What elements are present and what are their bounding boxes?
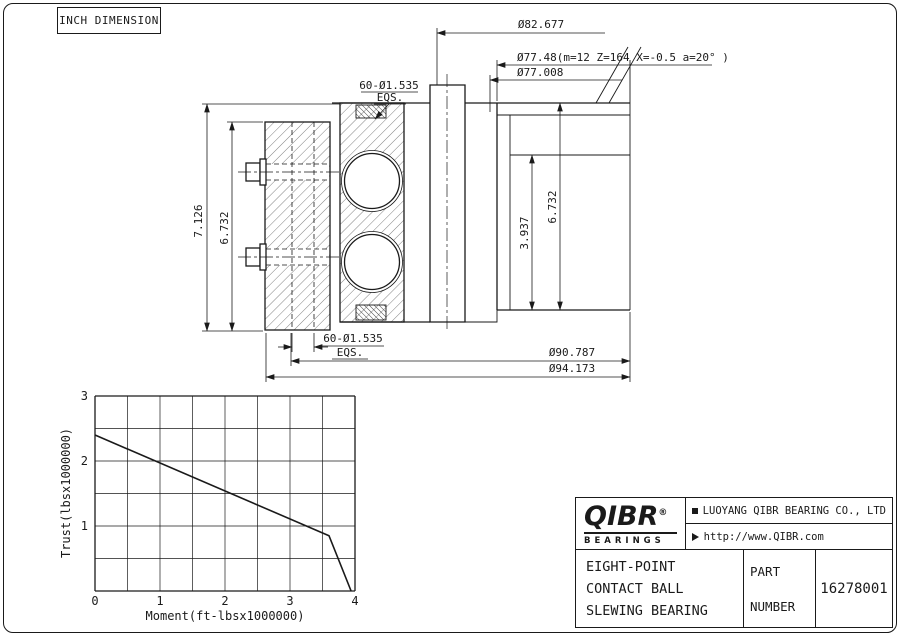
product-name-line3: SLEWING BEARING [586, 603, 708, 619]
y-tick-label: 3 [81, 389, 88, 403]
title-block: QIBR® BEARINGS LUOYANG QIBR BEARING CO.,… [575, 497, 893, 628]
square-bullet-icon [691, 507, 698, 514]
left-ring-section [264, 121, 331, 331]
dim-right-inner-height: 3.937 [518, 216, 531, 249]
break-line [608, 46, 642, 104]
website-url: http://www.QIBR.com [703, 530, 824, 543]
logo-subtitle: BEARINGS [584, 532, 677, 546]
chart-x-axis-label: Moment(ft-lbsx1000000) [146, 609, 305, 623]
x-tick-label: 2 [221, 594, 228, 608]
break-line [595, 46, 629, 104]
dim-holes-top: 60-Ø1.535 [359, 79, 419, 92]
load-capacity-chart: Trust(lbsx1000000) Moment(ft-lbsx1000000… [59, 389, 359, 623]
sheet-border [3, 3, 897, 633]
registered-mark: ® [658, 508, 668, 518]
x-tick-label: 0 [91, 594, 98, 608]
dimension-lines [202, 28, 712, 382]
company-cell: LUOYANG QIBR BEARING CO., LTD http://www… [685, 498, 892, 549]
part-number-label-cell: PART NUMBER [744, 550, 816, 628]
y-tick-label: 2 [81, 454, 88, 468]
bearing-cross-section-drawing: Ø82.677 Ø77.48(m=12 Z=164 X=-0.5 a=20° )… [192, 18, 729, 382]
dim-holes-top-eqs: EQS. [377, 91, 404, 104]
ball-top [343, 152, 401, 210]
qibr-logo: QIBR® BEARINGS [576, 498, 686, 549]
title-block-detail-row: EIGHT-POINT CONTACT BALL SLEWING BEARING… [576, 550, 892, 628]
product-name-cell: EIGHT-POINT CONTACT BALL SLEWING BEARING [576, 550, 744, 628]
chart-y-axis-label: Trust(lbsx1000000) [59, 428, 73, 558]
hidden-lines [266, 122, 330, 330]
x-tick-label: 1 [156, 594, 163, 608]
dim-gear-root-diameter: Ø77.008 [517, 66, 563, 79]
units-label: INCH DIMENSION [59, 14, 159, 27]
dim-holes-bottom-eqs: EQS. [337, 346, 364, 359]
seal-bottom [355, 304, 387, 321]
centerlines [238, 74, 448, 332]
dim-bolt-circle-diameter: Ø90.787 [549, 346, 595, 359]
dim-gear-tip-diameter: Ø82.677 [518, 18, 564, 31]
website-line: http://www.QIBR.com [686, 524, 892, 549]
section-outlines [245, 46, 642, 331]
part-label-line1: PART [750, 564, 781, 579]
dim-left-ring-height: 6.732 [218, 211, 231, 244]
triangle-bullet-icon [691, 532, 699, 541]
logo-text: QIBR [584, 501, 659, 532]
company-name: LUOYANG QIBR BEARING CO., LTD [702, 504, 886, 517]
dim-overall-height: 7.126 [192, 204, 205, 237]
company-line: LUOYANG QIBR BEARING CO., LTD [685, 498, 892, 524]
x-tick-label: 4 [351, 594, 358, 608]
units-label-box: INCH DIMENSION [57, 7, 161, 34]
x-tick-label: 3 [286, 594, 293, 608]
dim-right-ring-height: 6.732 [546, 190, 559, 223]
y-tick-label: 1 [81, 519, 88, 533]
product-name-line1: EIGHT-POINT [586, 559, 676, 575]
ball-bottom [343, 233, 401, 291]
product-name-line2: CONTACT BALL [586, 581, 684, 597]
part-label-line2: NUMBER [750, 599, 796, 614]
gear-section [429, 84, 466, 323]
load-capacity-curve [94, 434, 352, 592]
title-block-header-row: QIBR® BEARINGS LUOYANG QIBR BEARING CO.,… [576, 498, 892, 550]
dim-gear-note: Ø77.48(m=12 Z=164 X=-0.5 a=20° ) [517, 51, 729, 64]
dim-holes-bottom: 60-Ø1.535 [323, 332, 383, 345]
logo-wordmark: QIBR® [584, 500, 677, 530]
part-number-value: 16278001 [820, 581, 888, 597]
dimension-texts: Ø82.677 Ø77.48(m=12 Z=164 X=-0.5 a=20° )… [192, 18, 729, 375]
dim-outer-diameter: Ø94.173 [549, 362, 595, 375]
